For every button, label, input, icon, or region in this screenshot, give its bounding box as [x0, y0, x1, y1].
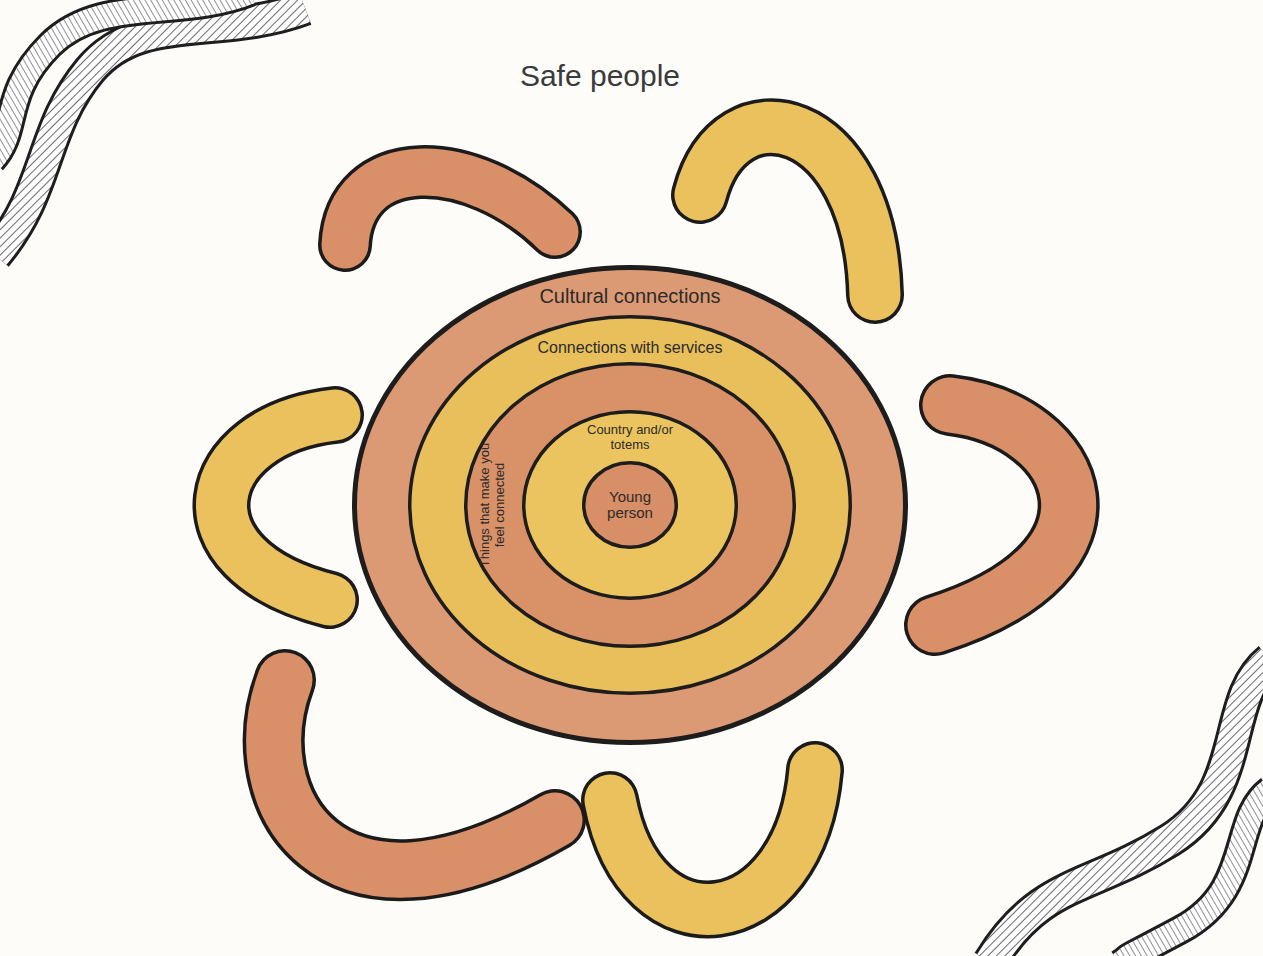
- diagram-title: Safe people: [450, 58, 750, 94]
- ring-ellipse: [584, 463, 677, 548]
- ring-ellipse: [410, 317, 851, 694]
- ring-ellipse: [355, 268, 906, 743]
- boomerangs: [221, 127, 1068, 909]
- boomerang-outline: [935, 405, 1069, 625]
- corner-band-outline: [1120, 790, 1263, 956]
- boomerang-shape: [935, 405, 1069, 625]
- concentric-ring: Country and/or totemsYoung person: [522, 410, 738, 600]
- corner-band: [1120, 790, 1263, 956]
- boomerang-outline: [700, 127, 875, 295]
- concentric-ring: Young person: [582, 461, 678, 549]
- boomerang-shape: [700, 127, 875, 295]
- boomerang-outline: [345, 172, 555, 245]
- ring-ellipse: [466, 364, 795, 647]
- concentric-ring: Things that make you feel connected Count…: [464, 362, 796, 648]
- ring-label: Things that make you feel connected: [476, 438, 506, 573]
- corner-band-outline: [0, 0, 250, 160]
- ring-label: Country and/or totems: [580, 422, 680, 452]
- boomerang-shape: [221, 415, 335, 600]
- boomerang-shape: [610, 770, 815, 909]
- boomerang-shape: [345, 172, 555, 245]
- ring-ellipse: [524, 412, 737, 599]
- concentric-ring: Connections with servicesThings that mak…: [408, 315, 852, 695]
- corner-band: [0, 0, 250, 160]
- concentric-ring: Cultural connectionsConnections with ser…: [352, 265, 908, 745]
- ring-label: Young person: [600, 489, 660, 521]
- boomerang-outline: [610, 770, 815, 909]
- ring-label: Connections with services: [510, 338, 750, 357]
- ring-label: Cultural connections: [510, 285, 750, 308]
- boomerang-outline: [221, 415, 335, 600]
